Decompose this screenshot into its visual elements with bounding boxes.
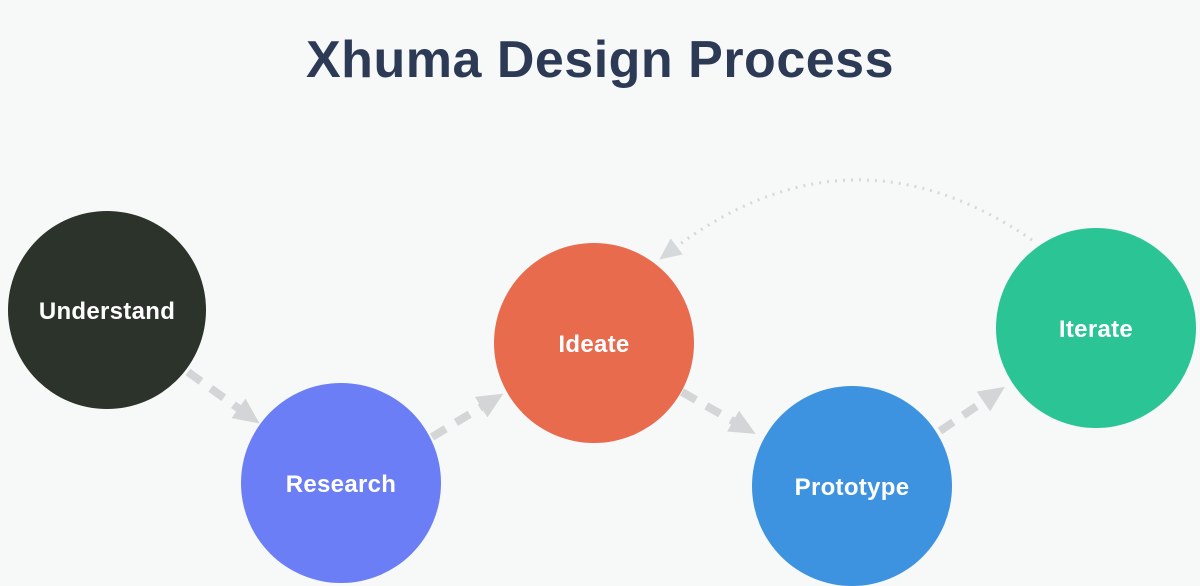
iterate-circle [996,228,1196,428]
diagram-title: Xhuma Design Process [306,31,894,89]
node-prototype: Prototype [752,386,952,586]
ideate-circle [494,243,694,443]
research-label: Research [286,471,396,498]
prototype-label: Prototype [795,474,910,501]
node-iterate: Iterate [996,228,1196,428]
ideate-label: Ideate [558,331,629,358]
node-understand: Understand [8,211,206,409]
arrow-prototype-to-iterate [937,386,1005,435]
arrow-research-to-ideate [429,393,504,441]
node-research: Research [241,383,441,583]
understand-label: Understand [39,298,175,325]
iterate-label: Iterate [1059,316,1133,343]
understand-circle [8,211,206,409]
node-ideate: Ideate [494,243,694,443]
arrow-ideate-to-prototype [680,388,756,434]
prototype-circle [752,386,952,586]
research-circle [241,383,441,583]
arrow-iterate-to-ideate-loop [659,178,1033,260]
arrow-understand-to-research [185,368,260,424]
